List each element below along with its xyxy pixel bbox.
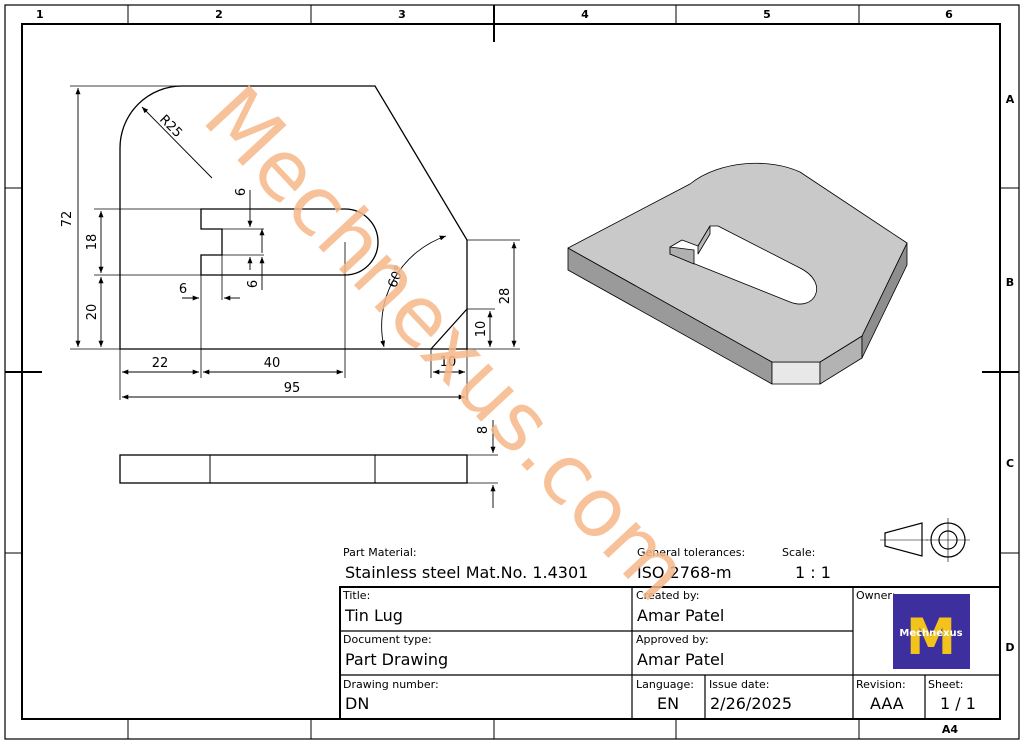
revision-label: Revision: (856, 678, 906, 691)
document-type-value: Part Drawing (345, 650, 448, 669)
dim-text-10-v: 10 (474, 321, 489, 338)
dim-line-r25 (141, 106, 213, 179)
iso-slot-wall (669, 246, 695, 265)
iso-side-face-front (771, 361, 821, 385)
dim-text-10-h: 10 (440, 355, 457, 370)
dim-text-28: 28 (498, 288, 513, 305)
zone-label-side: D (1005, 641, 1014, 654)
scale-value: 1 : 1 (795, 563, 831, 582)
sheet-value: 1 / 1 (940, 694, 976, 713)
title-block-texts: Part Material: Stainless steel Mat.No. 1… (342, 546, 976, 713)
dim-text-r25: R25 (156, 112, 185, 141)
part-material-label: Part Material: (343, 546, 417, 559)
zone-label-top: 3 (398, 8, 406, 21)
title-block-frame (339, 586, 1001, 720)
issue-date-value: 2/26/2025 (710, 694, 792, 713)
approved-by-value: Amar Patel (637, 650, 724, 669)
zone-label-top: 2 (215, 8, 223, 21)
sheet-size-label: A4 (942, 723, 959, 736)
dim-text-6-top: 6 (234, 188, 249, 196)
language-value: EN (657, 694, 679, 713)
part-outline (119, 85, 468, 350)
dim-text-20: 20 (85, 304, 100, 321)
document-type-label: Document type: (343, 633, 432, 646)
owner-label: Owner: (856, 589, 895, 602)
zone-label-top: 5 (763, 8, 771, 21)
dim-text-6-left: 6 (179, 282, 187, 297)
extension-lines (70, 85, 520, 400)
dimension-lines (75, 88, 517, 400)
zone-label-side: C (1006, 457, 1014, 470)
watermark: Mechnexus.com (185, 69, 707, 619)
dim-text-6-mid: 6 (246, 280, 261, 288)
dim-text-18: 18 (85, 234, 100, 251)
scale-label: Scale: (782, 546, 815, 559)
drawing-number-label: Drawing number: (343, 678, 439, 691)
owner-logo-background (893, 594, 970, 669)
zone-label-side: A (1006, 93, 1015, 106)
projection-symbol (880, 518, 970, 562)
dim-text-22: 22 (152, 356, 169, 371)
created-by-value: Amar Patel (637, 606, 724, 625)
language-label: Language: (636, 678, 694, 691)
general-tolerances-label: General tolerances: (637, 546, 745, 559)
dim-text-72: 72 (60, 211, 75, 228)
isometric-view (567, 162, 908, 385)
approved-by-label: Approved by: (636, 633, 709, 646)
iso-slot-hole (669, 225, 818, 305)
title-label: Title: (342, 589, 370, 602)
slot-outline (200, 208, 379, 276)
part-material-value: Stainless steel Mat.No. 1.4301 (345, 563, 588, 582)
sheet-label: Sheet: (928, 678, 964, 691)
title-value: Tin Lug (344, 606, 403, 625)
zone-label-top: 4 (581, 8, 589, 21)
title-block (339, 586, 1001, 720)
projection-cone (884, 522, 923, 557)
dim-text-8: 8 (476, 426, 491, 434)
general-tolerances-value: ISO 2768-m (637, 563, 732, 582)
zone-label-side: B (1006, 276, 1014, 289)
zone-label-top: 6 (945, 8, 953, 21)
owner-logo-letter: M (906, 608, 956, 666)
zone-labels: 1 2 3 4 5 6 A B C D A4 (36, 8, 1015, 736)
dim-text-40: 40 (264, 356, 281, 371)
dim-text-95: 95 (284, 381, 301, 396)
issue-date-label: Issue date: (709, 678, 769, 691)
owner-logo-text: Mechnexus (899, 628, 962, 639)
created-by-label: Created by: (636, 589, 699, 602)
owner-logo: M Mechnexus (893, 594, 970, 669)
drawing-number-value: DN (345, 694, 369, 713)
dim-arc-60 (380, 235, 447, 348)
zone-label-top: 1 (36, 8, 44, 21)
revision-value: AAA (870, 694, 904, 713)
bottom-view-outline (119, 454, 468, 484)
bottom-view (119, 420, 498, 508)
